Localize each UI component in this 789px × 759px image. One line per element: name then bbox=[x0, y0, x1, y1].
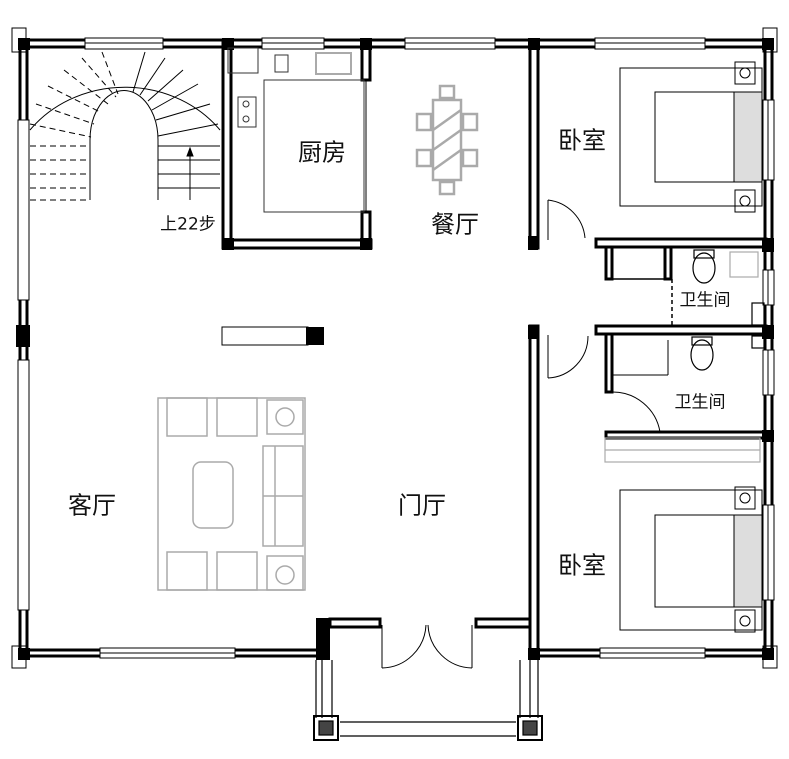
stairs bbox=[29, 51, 221, 201]
beds bbox=[619, 61, 763, 633]
outer-walls bbox=[11, 27, 778, 669]
room-label-living: 客厅 bbox=[68, 491, 116, 520]
room-label-kitchen: 厨房 bbox=[298, 138, 346, 167]
room-label-foyer: 门厅 bbox=[398, 491, 446, 520]
porch bbox=[313, 660, 543, 741]
room-label-bath-top: 卫生间 bbox=[679, 290, 731, 311]
wall-blocks bbox=[16, 38, 774, 660]
windows bbox=[17, 37, 775, 659]
doors bbox=[381, 199, 661, 669]
bath-fixtures bbox=[604, 249, 765, 463]
room-label-bath-bottom: 卫生间 bbox=[674, 392, 726, 413]
dining-table bbox=[415, 84, 479, 196]
room-label-bedroom-bottom: 卧室 bbox=[558, 551, 606, 580]
interior-walls bbox=[221, 40, 768, 656]
room-label-dining: 餐厅 bbox=[431, 210, 479, 239]
sofa-set bbox=[157, 397, 306, 591]
stairs-label: 上22步 bbox=[160, 214, 216, 235]
kitchen-fixtures bbox=[227, 47, 365, 213]
tv-unit bbox=[221, 326, 324, 346]
room-label-bedroom-top: 卧室 bbox=[558, 126, 606, 155]
